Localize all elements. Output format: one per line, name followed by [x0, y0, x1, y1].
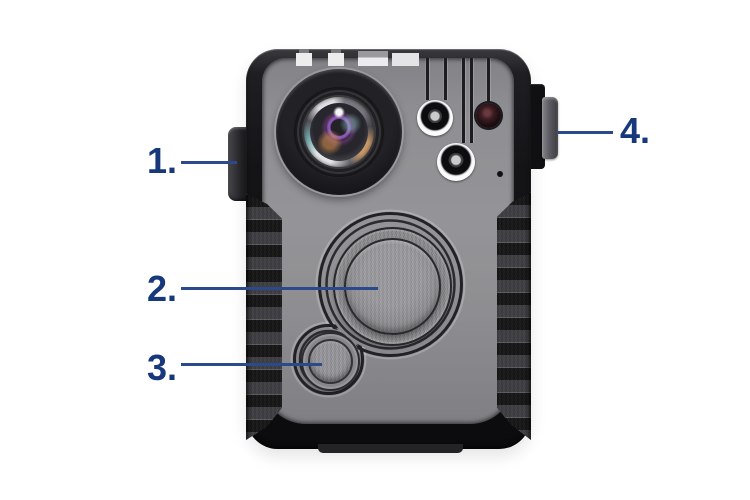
top-notch — [296, 53, 312, 66]
top-notch-tab — [331, 49, 341, 54]
callout-label-1: 1. — [146, 140, 177, 181]
right-side-button — [542, 97, 558, 159]
main-record-button — [344, 238, 441, 335]
callout-line-3 — [181, 363, 322, 366]
right-grip-ribs — [497, 192, 531, 440]
top-notch — [392, 53, 419, 66]
top-notch-tab — [299, 49, 309, 54]
right-side-button-base — [530, 84, 545, 169]
callout-label-3: 3. — [146, 347, 177, 388]
camera-lens-glass — [310, 103, 368, 161]
callout-label-2: 2. — [146, 268, 177, 309]
top-notch-wide — [358, 51, 388, 66]
ir-sensor — [476, 103, 501, 128]
face-groove — [426, 58, 429, 100]
top-notch — [328, 53, 344, 66]
callout-line-4 — [558, 131, 613, 134]
callout-line-2 — [181, 287, 378, 290]
button-cluster-outline — [290, 209, 466, 398]
callout-label-4: 4. — [620, 110, 651, 151]
microphone-hole — [497, 171, 503, 177]
led-upper — [417, 100, 453, 136]
face-groove — [487, 58, 490, 103]
face-groove — [444, 58, 447, 100]
face-groove — [462, 58, 465, 143]
secondary-button — [308, 339, 353, 384]
face-groove — [470, 58, 473, 143]
left-grip-ribs — [246, 194, 282, 440]
led-lower — [437, 143, 475, 181]
callout-line-1 — [181, 161, 237, 164]
bottom-mount-tab — [318, 444, 463, 453]
